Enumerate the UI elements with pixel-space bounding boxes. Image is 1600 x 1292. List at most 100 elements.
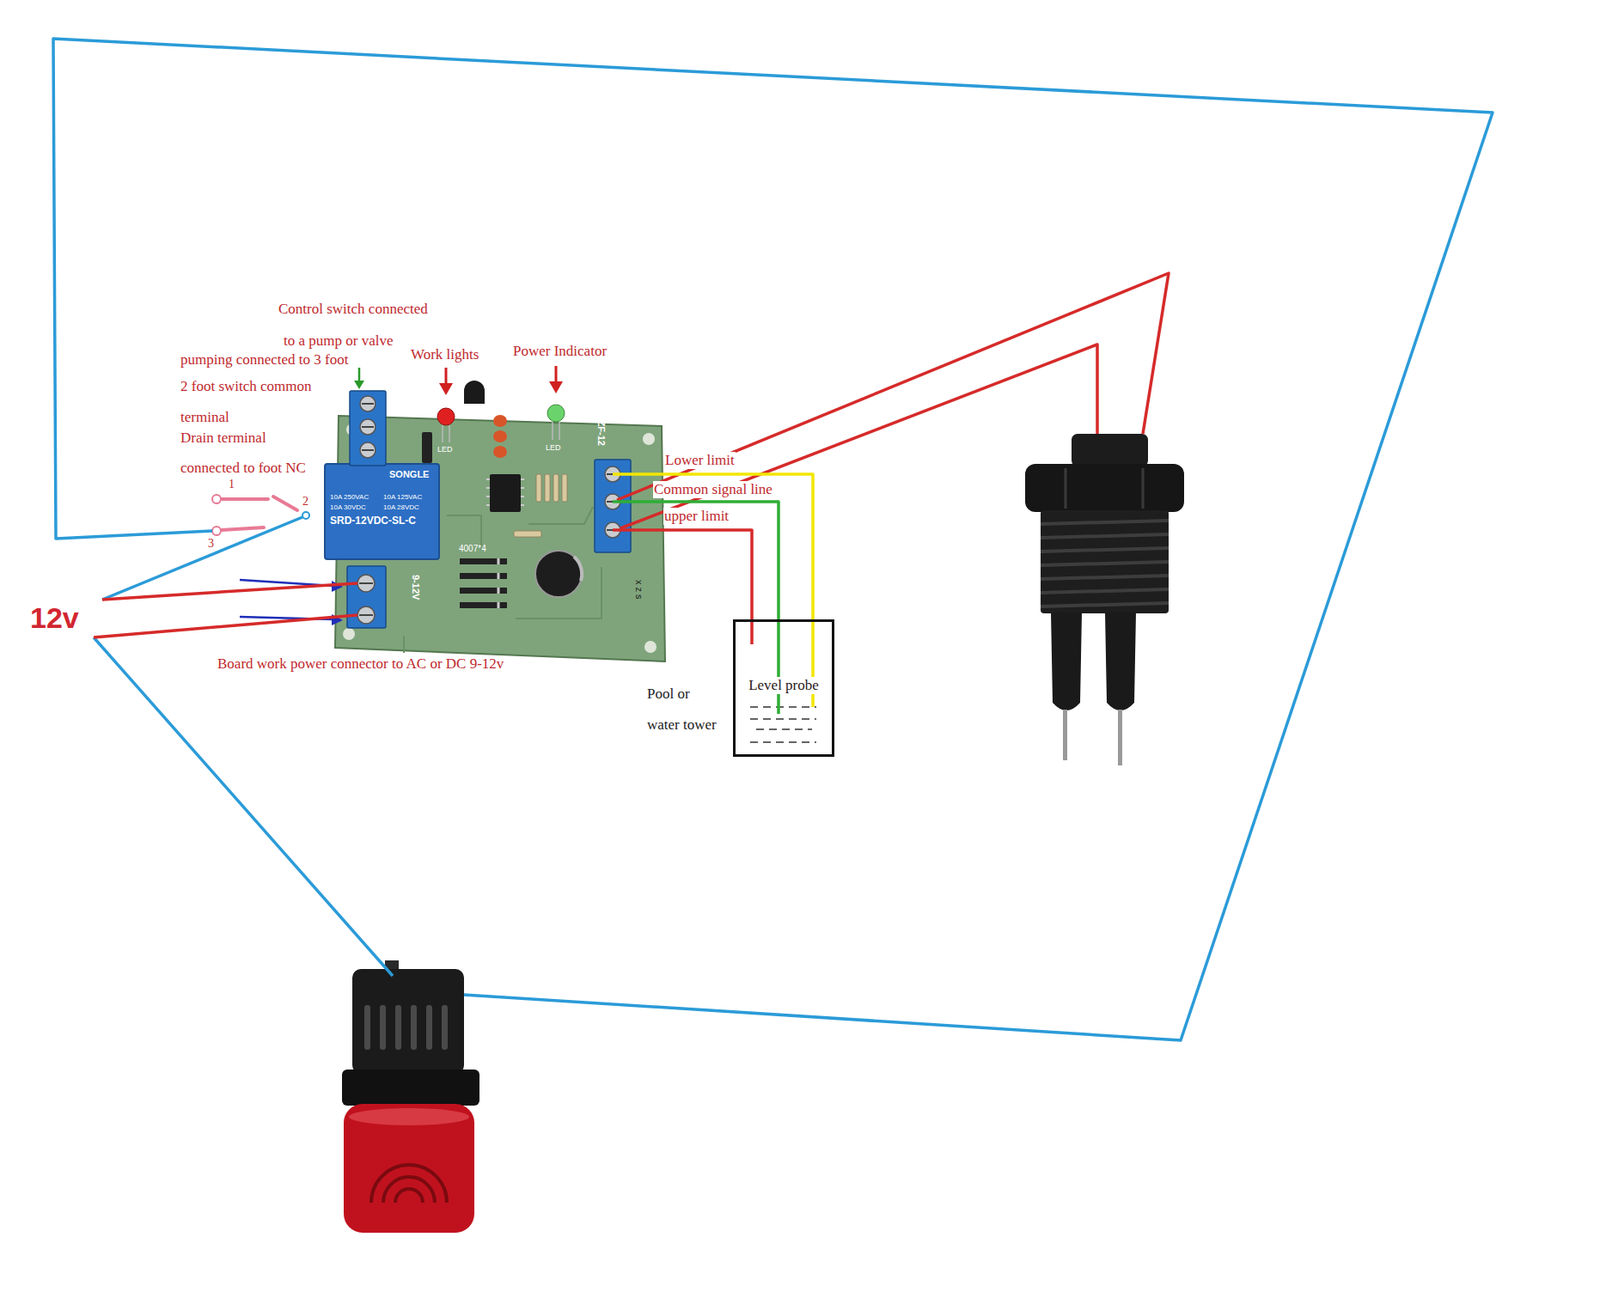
annotation-text: Board work power connector to AC or DC 9… xyxy=(216,655,505,673)
resistor xyxy=(513,531,542,538)
terminal-number: 2 xyxy=(301,494,310,509)
switch-blade xyxy=(273,496,298,511)
relay-rating: 10A 250VAC xyxy=(329,493,370,501)
common-terminal xyxy=(302,512,310,520)
terminal-number: 1 xyxy=(227,477,236,492)
vent xyxy=(364,1005,371,1051)
resistor xyxy=(536,474,542,502)
red-wire xyxy=(102,583,358,600)
contact-line xyxy=(221,497,269,501)
vent xyxy=(441,1005,448,1051)
vent xyxy=(410,1005,417,1051)
annotation-text: Work lights xyxy=(409,346,480,364)
pointer-arrowhead xyxy=(549,381,563,394)
mount-hole xyxy=(644,641,657,654)
pointer-arrowhead xyxy=(354,380,365,390)
diodes xyxy=(459,558,507,609)
pointer-arrow xyxy=(445,367,448,385)
annotation-text: 2 foot switch common xyxy=(179,378,313,396)
thread-lines xyxy=(1040,520,1169,607)
green-led xyxy=(547,404,565,422)
red-led xyxy=(437,408,455,426)
red-wire xyxy=(616,273,1169,501)
probe-pin xyxy=(1117,709,1123,766)
ceramic-capacitor xyxy=(493,415,507,428)
voltage-label: 12v xyxy=(29,601,80,636)
buzzer-lens xyxy=(343,1104,475,1234)
board-marking: 9-12V xyxy=(409,574,422,601)
relay-brand: SONGLE xyxy=(388,469,430,481)
yellow-wire xyxy=(612,474,813,708)
terminal-number: 3 xyxy=(207,537,215,551)
pointer-arrow xyxy=(555,366,558,384)
signal-name: upper limit xyxy=(663,507,730,526)
annotation-text: connected to foot NC xyxy=(179,459,307,477)
resistor xyxy=(561,474,568,502)
signal-name: Common signal line xyxy=(653,481,774,499)
contact-terminal xyxy=(212,526,221,536)
annotation-text: water tower xyxy=(646,716,718,734)
small-component xyxy=(421,432,433,464)
probe-nut xyxy=(1025,464,1185,513)
transistor xyxy=(464,380,485,404)
water-surface xyxy=(750,707,817,743)
diode xyxy=(459,587,507,594)
blue-wire xyxy=(53,38,1493,1041)
ceramic-capacitor xyxy=(493,430,507,443)
ic-chip xyxy=(489,474,521,513)
ceramic-capacitor xyxy=(493,445,507,459)
probe-thread xyxy=(1040,510,1169,614)
annotation-text: Power Indicator xyxy=(512,342,608,361)
red-wire xyxy=(612,530,752,645)
relay-rating: 10A 30VDC xyxy=(329,503,367,512)
resistors xyxy=(513,474,568,538)
probe-prong xyxy=(1050,612,1082,711)
terminal-block xyxy=(349,390,386,466)
lens-highlight xyxy=(348,1108,470,1126)
relay-part-number: SRD-12VDC-SL-C xyxy=(329,515,417,528)
switch-symbol xyxy=(212,494,298,536)
board-marking: GZF-12 xyxy=(595,412,607,447)
resistor xyxy=(553,474,559,502)
board-marking: x z s xyxy=(633,579,645,601)
board-marking: LED xyxy=(544,443,562,452)
ic-pins xyxy=(486,479,525,506)
signal-name: Lower limit xyxy=(664,451,736,470)
vent xyxy=(426,1005,433,1051)
pointer-arrowhead xyxy=(439,383,453,396)
buzzer-vents xyxy=(364,1005,448,1051)
resistor xyxy=(544,474,550,502)
relay-rating: 10A 28VDC xyxy=(382,503,421,512)
diode xyxy=(459,602,507,609)
board-marking: LED xyxy=(436,445,454,454)
pointer-arrow xyxy=(358,367,361,382)
relay xyxy=(324,464,440,560)
terminal-block xyxy=(347,566,386,629)
diode-bands xyxy=(497,558,501,609)
annotation-text: pumping connected to 3 foot xyxy=(179,351,349,369)
water-tank-box: Level probe xyxy=(732,619,835,758)
diode xyxy=(459,573,507,580)
relay-rating: 10A 125VAC xyxy=(382,493,423,501)
blue-wire xyxy=(93,637,393,977)
probe-pin xyxy=(1062,709,1068,761)
buzzer xyxy=(341,960,480,1234)
vent xyxy=(395,1005,402,1051)
buzzer-flange xyxy=(341,1069,480,1106)
screw-slots xyxy=(359,403,619,616)
vent xyxy=(379,1005,386,1051)
annotation-text: Pool or xyxy=(646,685,691,703)
contact-line xyxy=(221,527,264,531)
contact-terminal xyxy=(212,494,221,504)
nut-edges xyxy=(1065,468,1143,509)
annotation-text: to a pump or valve xyxy=(282,332,394,350)
annotation-text: terminal xyxy=(179,409,231,427)
diode xyxy=(459,558,507,565)
buzzer-body xyxy=(352,969,465,1075)
board-marking: 4007*4 xyxy=(458,543,488,555)
mount-hole xyxy=(642,433,655,446)
annotation-text: Control switch connected xyxy=(277,300,429,318)
